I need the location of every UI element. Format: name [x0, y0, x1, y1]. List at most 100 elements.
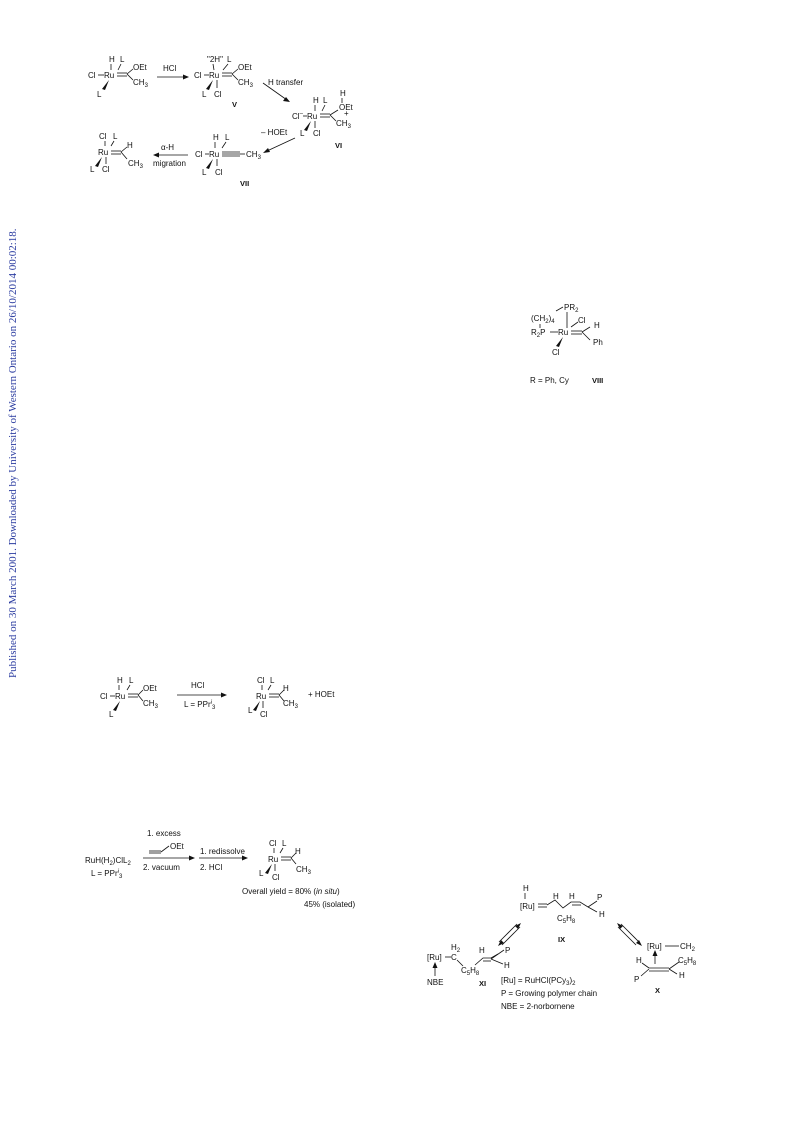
atom-h: H	[553, 892, 559, 901]
atom-h: H	[504, 961, 510, 970]
label-viii: VIII	[592, 376, 603, 385]
atom-ch3: CH3	[238, 78, 254, 89]
atom-cl: Cl	[99, 132, 107, 141]
atom-ru: [Ru]	[520, 902, 535, 911]
atom-h: H	[117, 676, 123, 685]
atom-l: L	[113, 132, 118, 141]
atom-cl: Cl	[100, 692, 108, 701]
yield-in-situ: Overall yield = 80% (in situ)	[242, 887, 340, 896]
atom-ch3: CH3	[283, 699, 299, 710]
group-ch2: CH2	[680, 942, 696, 953]
download-notice: Published on 30 March 2001. Downloaded b…	[7, 228, 19, 678]
byproduct-hoet: + HOEt	[308, 690, 335, 699]
atom-cl: Cl	[578, 316, 586, 325]
step-2-hcl: 2. HCl	[200, 863, 222, 872]
atom-ch3: CH3	[133, 78, 149, 89]
atom-cl: Cl	[215, 168, 223, 177]
ligand-definition: L = PPri3	[91, 869, 123, 880]
atom-p: P	[597, 893, 602, 902]
atom-h: H	[636, 956, 642, 965]
atom-ru: Ru	[209, 150, 219, 159]
atom-ru: Ru	[307, 112, 317, 121]
atom-ru: Ru	[558, 328, 568, 337]
label-xi: XI	[479, 979, 486, 988]
atom-oet: OEt	[170, 842, 185, 851]
reagent-hcl: HCl	[163, 64, 177, 73]
label-vii: VII	[240, 179, 249, 188]
atom-cl: Cl	[552, 348, 560, 357]
atom-l: L	[282, 839, 287, 848]
atom-ch3: CH3	[143, 699, 159, 710]
atom-cl: Cl	[214, 90, 222, 99]
step-2-vacuum: 2. vacuum	[143, 863, 180, 872]
r-definition: R = Ph, Cy	[530, 376, 569, 385]
atom-l: L	[109, 710, 114, 719]
complex-start: H L Cl Ru OEt CH3 L	[88, 55, 149, 99]
atom-h: H	[599, 910, 605, 919]
ligand-definition: L = PPri3	[184, 700, 216, 711]
reagent-hcl: HCl	[191, 681, 205, 690]
atom-cl: Cl	[257, 676, 265, 685]
atom-h: H	[283, 684, 289, 693]
atom-l: L	[202, 90, 207, 99]
def-p: P = Growing polymer chain	[501, 989, 597, 998]
chain-ch2: (CH2)4	[531, 314, 555, 325]
group-nbe: NBE	[427, 978, 443, 987]
step-1-redissolve: 1. redissolve	[200, 847, 245, 856]
atom-l: L	[323, 96, 328, 105]
atom-h: H	[295, 847, 301, 856]
def-nbe: NBE = 2-norbornene	[501, 1002, 575, 1011]
atom-ch3: CH3	[246, 150, 262, 161]
atom-ru: Ru	[209, 71, 219, 80]
atom-l: L	[259, 869, 264, 878]
atom-l: L	[225, 133, 230, 142]
atom-oet: OEt	[339, 103, 354, 112]
label-vi: VI	[335, 141, 342, 150]
atom-cl: Cl	[272, 873, 280, 882]
scheme-1: H L Cl Ru OEt CH3 L HCl "2H" L Cl Ru OEt…	[88, 55, 354, 188]
reagent-migration: migration	[153, 159, 186, 168]
atom-l: L	[227, 55, 232, 64]
atom-r2p: R2P	[531, 328, 545, 339]
complex-vii: H L Cl Ru CH3 L Cl VII	[195, 133, 262, 188]
atom-ru: [Ru]	[647, 942, 662, 951]
atom-l: L	[248, 706, 253, 715]
atom-h: H	[679, 971, 685, 980]
atom-l: L	[120, 55, 125, 64]
atom-h: H	[340, 89, 346, 98]
atom-l: L	[97, 90, 102, 99]
atom-cl: Cl	[88, 71, 96, 80]
plus-charge: +	[344, 109, 349, 118]
atom-ch3: CH3	[128, 159, 144, 170]
reagent-alpha-h: α-H	[161, 143, 174, 152]
def-ru: [Ru] = RuHCl(PCy3)2	[501, 976, 576, 987]
atom-cl: Cl	[194, 71, 202, 80]
atom-l: L	[129, 676, 134, 685]
group-h2: H2	[451, 943, 461, 954]
atom-ru: Ru	[104, 71, 114, 80]
atom-ru: [Ru]	[427, 953, 442, 962]
scheme-5: H [Ru] H H C5H8 P H IX H2 [Ru] C C5H8 H …	[427, 884, 697, 1011]
atom-h: H	[569, 892, 575, 901]
atom-h: H	[213, 133, 219, 142]
atom-h: H	[479, 946, 485, 955]
atom-ru: Ru	[98, 148, 108, 157]
atom-oet: OEt	[238, 63, 253, 72]
atom-h: H	[109, 55, 115, 64]
complex-v: "2H" L Cl Ru OEt CH3 L Cl V	[194, 55, 254, 109]
atom-oet: OEt	[143, 684, 158, 693]
scheme-3: H L Cl Ru OEt CH3 L HCl L = PPri3 Cl L R…	[100, 676, 335, 719]
label-x: X	[655, 986, 660, 995]
atom-pr2: PR2	[564, 303, 579, 314]
atom-cl: Cl	[313, 129, 321, 138]
reagent-h-transfer: H transfer	[268, 78, 303, 87]
group-c5h8: C5H8	[678, 956, 697, 967]
label-ix: IX	[558, 935, 565, 944]
atom-h: H	[523, 884, 529, 893]
atom-2h: "2H"	[207, 55, 223, 64]
atom-h: H	[127, 141, 133, 150]
group-c5h8: C5H8	[557, 914, 576, 925]
group-c5h8: C5H8	[461, 966, 480, 977]
atom-ph: Ph	[593, 338, 603, 347]
atom-p: P	[634, 975, 639, 984]
